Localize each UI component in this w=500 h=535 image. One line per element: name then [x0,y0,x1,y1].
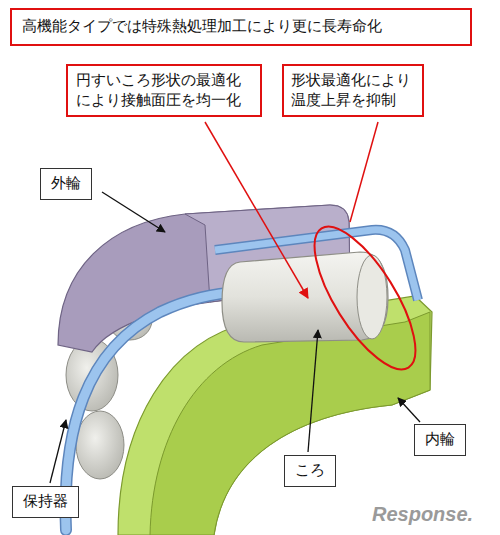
node-text: 外輪 [51,174,81,194]
node-text: ころ [295,461,325,481]
cage [66,292,240,530]
leader-arrow [102,192,165,232]
callout-arrow [205,122,308,298]
inner-ring-side [150,312,430,535]
callout-box: 形状最適化により温度上昇を抑制 [282,64,424,117]
part-label: 外輪 [40,168,92,200]
highlight-ellipse [296,213,434,384]
roller-back [76,411,124,479]
node-text: 形状最適化により温度上昇を抑制 [291,71,415,110]
tapered-roller [222,252,388,342]
leader-arrow [308,330,318,452]
leader-arrow [50,420,66,483]
part-label: 保持器 [12,486,79,518]
cage [66,292,240,530]
part-label: 内輪 [414,424,466,456]
node-text: 保持器 [23,492,68,512]
node-text: 内輪 [425,430,455,450]
leader-arrow [398,398,420,422]
roller-end [357,255,387,339]
part-label: ころ [284,455,336,487]
callout-box: 円すいころ形状の最適化により接触面圧を均一化 [66,64,262,117]
callout-line [350,122,378,222]
node-text: 高機能タイプでは特殊熱処理加工により更に長寿命化 [22,17,460,37]
node-text: 円すいころ形状の最適化により接触面圧を均一化 [76,71,252,110]
summary-box: 高機能タイプでは特殊熱処理加工により更に長寿命化 [10,8,472,46]
watermark: Response. [372,503,473,526]
